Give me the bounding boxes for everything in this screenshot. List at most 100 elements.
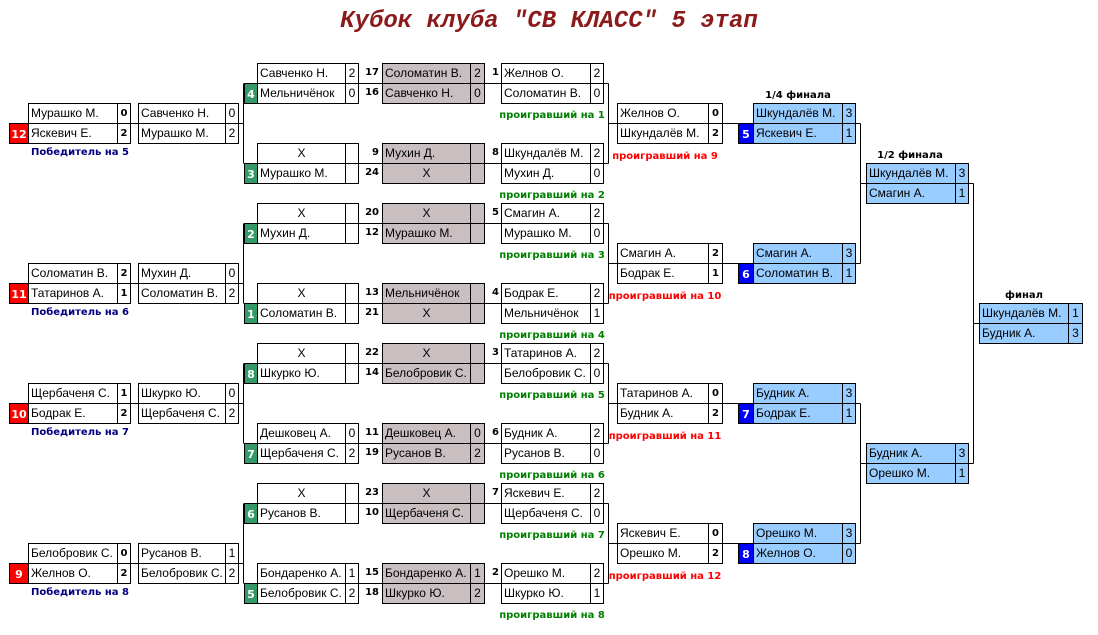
- player-name: Белобровик С.: [138, 563, 226, 584]
- match-number: 21: [365, 307, 379, 318]
- seed-badge: 6: [244, 503, 258, 524]
- final-header: финал: [1005, 290, 1043, 301]
- player-name: Смагин А.: [617, 243, 709, 264]
- loser-label: проигравший на 4: [499, 330, 605, 341]
- loser-label: проигравший на 10: [608, 291, 722, 302]
- player-name: Соломатин В.: [501, 83, 591, 104]
- player-score: 0: [117, 543, 131, 564]
- player-name: Татаринов А.: [28, 283, 118, 304]
- player-score: [470, 163, 485, 184]
- player-score: 0: [590, 163, 604, 184]
- player-score: 2: [345, 443, 359, 464]
- player-name: Савченко Н.: [382, 83, 471, 104]
- player-name: Шкундалёв М.: [617, 123, 709, 144]
- loser-label: проигравший на 5: [499, 390, 605, 401]
- match-number: 7: [492, 487, 499, 498]
- player-score: 0: [225, 383, 239, 404]
- player-name: Орешко М.: [866, 463, 956, 484]
- match-number: 4: [492, 287, 499, 298]
- player-score: 2: [225, 123, 239, 144]
- match-number: 24: [365, 167, 379, 178]
- player-score: 2: [225, 283, 239, 304]
- player-name: Мухин Д.: [138, 263, 226, 284]
- player-name: Будник А.: [501, 423, 591, 444]
- seed-badge: 2: [244, 223, 258, 244]
- player-score: 0: [470, 83, 485, 104]
- player-name: Яскевич Е.: [617, 523, 709, 544]
- player-score: 2: [708, 543, 723, 564]
- player-name: Дешковец А.: [257, 423, 346, 444]
- seed-badge: 10: [9, 403, 29, 424]
- seed-badge: 7: [738, 403, 754, 424]
- player-name: Татаринов А.: [617, 383, 709, 404]
- player-score: 2: [117, 123, 131, 144]
- player-score: 0: [590, 443, 604, 464]
- player-name: Русанов В.: [138, 543, 226, 564]
- player-name: Мурашко М.: [501, 223, 591, 244]
- seed-badge: 8: [244, 363, 258, 384]
- player-score: 3: [1068, 323, 1083, 344]
- player-name: Мельничёнок: [382, 283, 471, 304]
- player-name: Савченко Н.: [138, 103, 226, 124]
- player-name: Орешко М.: [617, 543, 709, 564]
- player-score: 2: [470, 443, 485, 464]
- player-score: 3: [955, 163, 969, 184]
- player-name: Белобровик С.: [501, 363, 591, 384]
- player-name: Дешковец А.: [382, 423, 471, 444]
- player-score: 2: [117, 263, 131, 284]
- player-score: 0: [708, 523, 723, 544]
- player-score: [345, 163, 359, 184]
- player-name: Мухин Д.: [257, 223, 346, 244]
- match-number: 22: [365, 347, 379, 358]
- player-name: Орешко М.: [753, 523, 843, 544]
- match-number: 14: [365, 367, 379, 378]
- player-name: Шкундалёв М.: [753, 103, 843, 124]
- seed-badge: 7: [244, 443, 258, 464]
- player-score: 0: [590, 223, 604, 244]
- match-number: 6: [492, 427, 499, 438]
- player-name: Белобровик С.: [382, 363, 471, 384]
- player-name: Мельничёнок: [257, 83, 346, 104]
- player-score: [345, 303, 359, 324]
- player-name: Смагин А.: [501, 203, 591, 224]
- player-score: 1: [590, 583, 604, 604]
- player-score: 1: [470, 563, 485, 584]
- player-name: Мельничёнок: [501, 303, 591, 324]
- match-number: 2: [492, 567, 499, 578]
- player-name: Яскевич Е.: [753, 123, 843, 144]
- player-name: Русанов В.: [382, 443, 471, 464]
- player-name: X: [382, 163, 471, 184]
- player-name: Татаринов А.: [501, 343, 591, 364]
- loser-label: проигравший на 3: [499, 250, 605, 261]
- player-score: 2: [470, 583, 485, 604]
- player-name: Шкурко Ю.: [138, 383, 226, 404]
- loser-label: проигравший на 11: [608, 431, 722, 442]
- player-name: Соломатин В.: [257, 303, 346, 324]
- loser-label: проигравший на 8: [499, 610, 605, 621]
- player-score: [470, 223, 485, 244]
- player-name: Шкундалёв М.: [866, 163, 956, 184]
- player-score: [345, 503, 359, 524]
- player-score: [345, 223, 359, 244]
- player-score: 2: [590, 63, 604, 84]
- seed-badge: 4: [244, 83, 258, 104]
- loser-label: проигравший на 7: [499, 530, 605, 541]
- match-number: 3: [492, 347, 499, 358]
- player-score: 2: [590, 343, 604, 364]
- player-name: X: [382, 483, 471, 504]
- loser-label: проигравший на 12: [608, 571, 722, 582]
- winner-label: Победитель на 5: [31, 147, 129, 158]
- player-score: 1: [955, 183, 969, 204]
- player-score: 1: [117, 383, 131, 404]
- player-name: Русанов В.: [257, 503, 346, 524]
- player-name: Соломатин В.: [753, 263, 843, 284]
- player-name: X: [382, 303, 471, 324]
- player-name: Смагин А.: [866, 183, 956, 204]
- loser-label: проигравший на 9: [612, 151, 718, 162]
- match-number: 12: [365, 227, 379, 238]
- match-number: 11: [365, 427, 379, 438]
- player-name: Мурашко М.: [382, 223, 471, 244]
- player-name: Бондаренко А.: [257, 563, 346, 584]
